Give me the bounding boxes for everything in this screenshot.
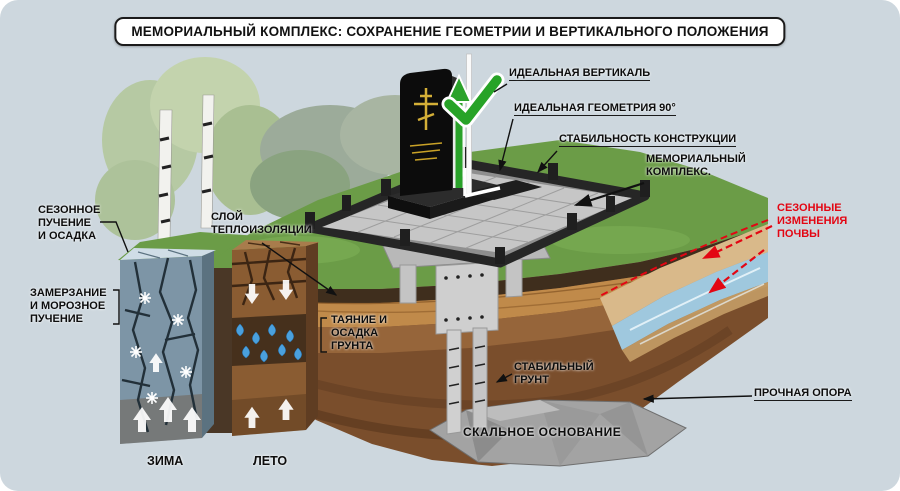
monument [388, 68, 542, 219]
label-thaw-settlement: ТАЯНИЕ И ОСАДКА ГРУНТА [331, 314, 388, 352]
label-bedrock: СКАЛЬНОЕ ОСНОВАНИЕ [463, 425, 622, 439]
label-summer-column: ЛЕТО [253, 454, 288, 468]
label-ideal-vertical: ИДЕАЛЬНАЯ ВЕРТИКАЛЬ [509, 67, 651, 81]
label-solid-support-text: ПРОЧНАЯ ОПОРА [754, 387, 852, 401]
label-seasonal-heave: СЕЗОННОЕ ПУЧЕНИЕ И ОСАДКА [38, 204, 101, 242]
insulation-layer-band [205, 240, 768, 327]
label-ideal-vertical-text: ИДЕАЛЬНАЯ ВЕРТИКАЛЬ [509, 67, 651, 81]
gold-inscription [409, 142, 443, 161]
moisture-band [232, 314, 306, 366]
label-freezing-heave: ЗАМЕРЗАНИЕ И МОРОЗНОЕ ПУЧЕНИЕ [30, 287, 107, 325]
label-structure-stability-text: СТАБИЛЬНОСТЬ КОНСТРУКЦИИ [559, 133, 737, 147]
connector-lines [100, 83, 753, 403]
label-memorial-complex: МЕМОРИАЛЬНЫЙ КОМПЛЕКС. [646, 153, 746, 178]
orthodox-cross-icon [414, 88, 438, 130]
label-ideal-geometry: ИДЕАЛЬНАЯ ГЕОМЕТРИЯ 90° [514, 102, 676, 116]
flower-bed [468, 180, 542, 200]
label-stable-soil: СТАБИЛЬНЫЙ ГРУНТ [514, 361, 594, 386]
erosion-area [600, 224, 768, 362]
headstone-stele [400, 68, 452, 196]
red-dashed-arrows [599, 219, 773, 297]
winter-soil-column [120, 248, 216, 444]
birch-trunk [157, 109, 173, 241]
label-structure-stability: СТАБИЛЬНОСТЬ КОНСТРУКЦИИ [559, 133, 737, 147]
label-solid-support: ПРОЧНАЯ ОПОРА [754, 387, 852, 401]
right-angle-marker [463, 168, 501, 198]
label-ideal-geometry-text: ИДЕАЛЬНАЯ ГЕОМЕТРИЯ 90° [514, 102, 676, 116]
dry-cracks [231, 247, 307, 306]
label-seasonal-soil-changes: СЕЗОННЫЕ ИЗМЕНЕНИЯ ПОЧВЫ [777, 202, 848, 240]
rock-foundation [429, 399, 687, 467]
green-checkmark-icon [441, 72, 505, 128]
label-insulation-layer: СЛОЙ ТЕПЛОИЗОЛЯЦИИ [211, 211, 312, 236]
page-title: МЕМОРИАЛЬНЫЙ КОМПЛЕКС: СОХРАНЕНИЕ ГЕОМЕТ… [114, 17, 786, 46]
summer-soil-column [231, 240, 320, 436]
ideal-vertical-group [441, 53, 505, 198]
memorial-platform [305, 147, 650, 268]
label-winter-column: ЗИМА [147, 454, 184, 468]
birch-trunk [200, 94, 215, 229]
